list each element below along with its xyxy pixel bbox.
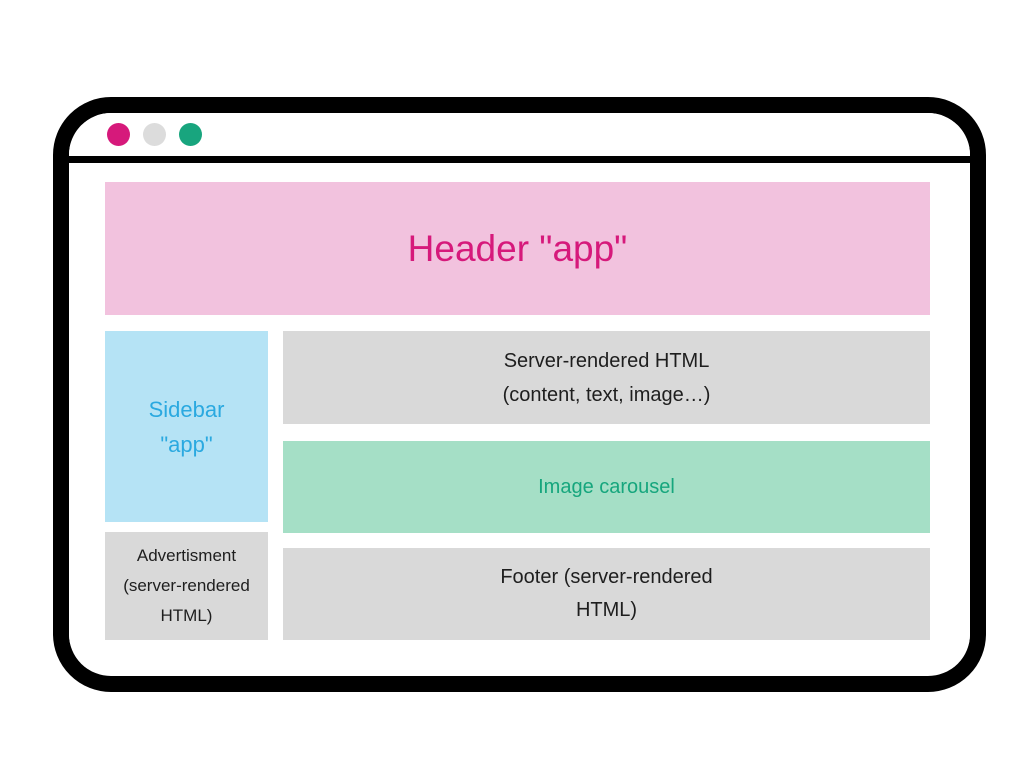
image-carousel-block: Image carousel	[283, 441, 930, 533]
header-block: Header "app"	[105, 182, 930, 315]
window-dot-green-icon	[179, 123, 202, 146]
browser-title-bar	[69, 113, 970, 163]
sidebar-block: Sidebar "app"	[105, 331, 268, 522]
footer-block-label-line1: Footer (server-rendered	[500, 566, 713, 588]
ad-block-label-line1: Advertisment	[136, 546, 237, 565]
carousel-block-label: Image carousel	[538, 475, 675, 498]
header-block-label: Header "app"	[407, 227, 628, 269]
page-layout-area: Header "app" Sidebar "app" Server-render…	[69, 163, 970, 669]
sidebar-block-label-line2: "app"	[160, 431, 213, 457]
window-dot-gray-icon	[143, 123, 166, 146]
advertisement-block: Advertisment (server-rendered HTML)	[105, 532, 268, 640]
window-dot-pink-icon	[107, 123, 130, 146]
server-block-label-line2: (content, text, image…)	[502, 383, 711, 406]
footer-block: Footer (server-rendered HTML)	[283, 548, 930, 640]
footer-block-label-line2: HTML)	[575, 599, 638, 621]
sidebar-block-label-line1: Sidebar	[148, 396, 225, 422]
ad-block-label-line3: HTML)	[160, 606, 213, 625]
server-rendered-html-block: Server-rendered HTML (content, text, ima…	[283, 331, 930, 424]
ad-block-label-line2: (server-rendered	[123, 576, 250, 595]
browser-window-frame: Header "app" Sidebar "app" Server-render…	[53, 97, 986, 692]
server-block-label-line1: Server-rendered HTML	[503, 349, 710, 372]
